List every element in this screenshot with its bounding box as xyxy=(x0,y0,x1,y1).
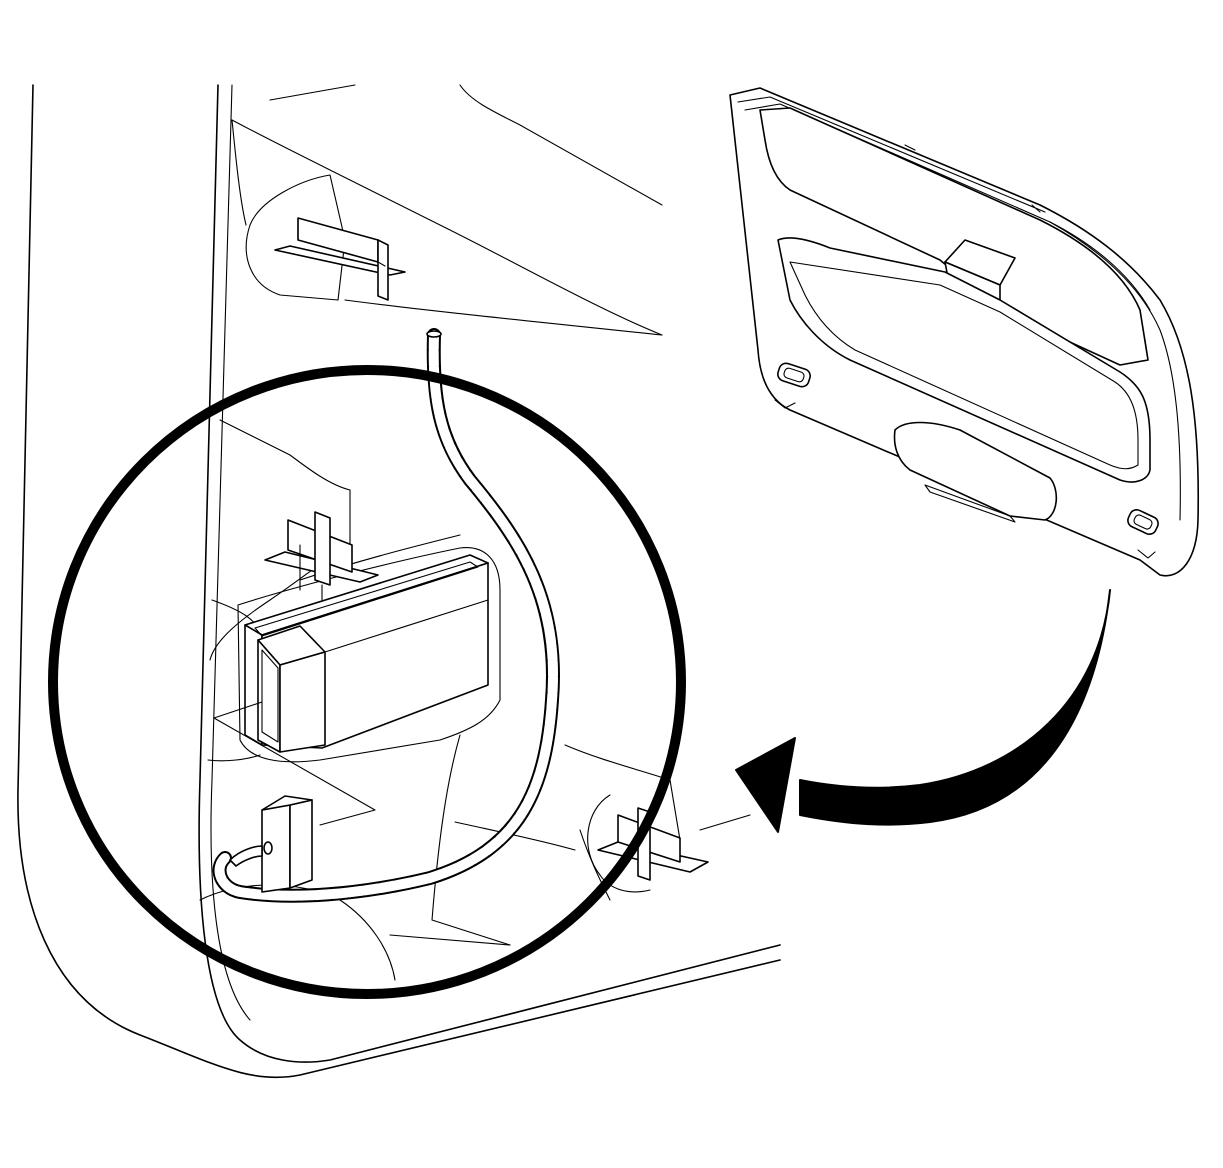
trim-panel-notch-2 xyxy=(1137,549,1156,559)
trim-panel-slot-left-inner xyxy=(783,367,805,383)
body-inner-edge-2 xyxy=(210,84,251,1021)
lower-clip-base xyxy=(597,841,709,873)
trim-panel-slot-right-inner xyxy=(1133,514,1153,530)
module-housing-socket xyxy=(261,649,279,743)
upper-contour-2 xyxy=(459,84,663,206)
harness-end xyxy=(426,330,442,338)
lower-contour-1 xyxy=(431,734,511,946)
connector-top xyxy=(261,795,313,811)
harness-inner xyxy=(214,330,558,901)
lower-clip-boss xyxy=(587,794,651,893)
detail-circle-icon xyxy=(48,365,686,999)
upper-contour-4 xyxy=(344,299,663,336)
upper-contour-3 xyxy=(231,119,663,336)
upper-contour-1 xyxy=(269,84,356,101)
upper-clip-stem xyxy=(297,217,386,267)
mid-retainer-clip xyxy=(264,511,379,601)
trim-panel-lower-recess xyxy=(777,237,1151,483)
trim-panel-lower-recess-inner xyxy=(789,261,1139,470)
module-face-line xyxy=(324,599,489,653)
curved-arrow-icon xyxy=(735,589,1111,833)
wiring-harness xyxy=(212,328,560,903)
module-housing-side xyxy=(279,651,326,753)
section-line-1 xyxy=(213,701,263,719)
connector-pin xyxy=(229,845,263,867)
mid-contour-1 xyxy=(219,419,351,491)
upper-left-curve xyxy=(231,119,247,226)
upper-clip-fin xyxy=(377,239,389,301)
trim-panel-upper-recess xyxy=(759,107,1149,366)
liftgate-trim-panel xyxy=(729,87,1200,577)
trim-panel-notch-1 xyxy=(774,399,796,409)
lower-contour-4 xyxy=(454,821,576,851)
trim-panel-top-ridge xyxy=(737,96,1046,213)
connector-side xyxy=(289,799,313,889)
harness-connector xyxy=(229,795,313,893)
upper-retainer-clip xyxy=(274,217,406,301)
connector-pin-end xyxy=(263,841,273,855)
upper-boss-outline xyxy=(245,174,346,301)
body-inner-edge xyxy=(198,84,781,1063)
curved-arrow-body xyxy=(799,589,1111,826)
trim-panel-notch-4 xyxy=(1031,204,1041,213)
trim-panel-pull-cup xyxy=(893,421,1058,521)
trim-panel-right-flange xyxy=(1049,221,1181,521)
lower-contour-7 xyxy=(389,934,511,946)
curved-arrow-head xyxy=(735,737,796,833)
liftgate-module xyxy=(237,534,501,763)
module-inner-lip xyxy=(254,561,479,637)
lower-contour-5 xyxy=(699,814,751,831)
body-outer-edge xyxy=(17,84,781,1079)
trim-panel-slot-right xyxy=(1127,509,1159,535)
mid-clip-stem xyxy=(299,544,323,601)
upper-clip-base xyxy=(274,245,406,276)
trim-panel-notch-3 xyxy=(904,144,916,151)
mid-clip-fin xyxy=(314,511,331,586)
section-line-2 xyxy=(213,717,376,826)
mid-contour-3 xyxy=(207,754,261,762)
trim-panel-pull-cup-lip xyxy=(924,484,1016,523)
section-lines xyxy=(213,701,376,826)
